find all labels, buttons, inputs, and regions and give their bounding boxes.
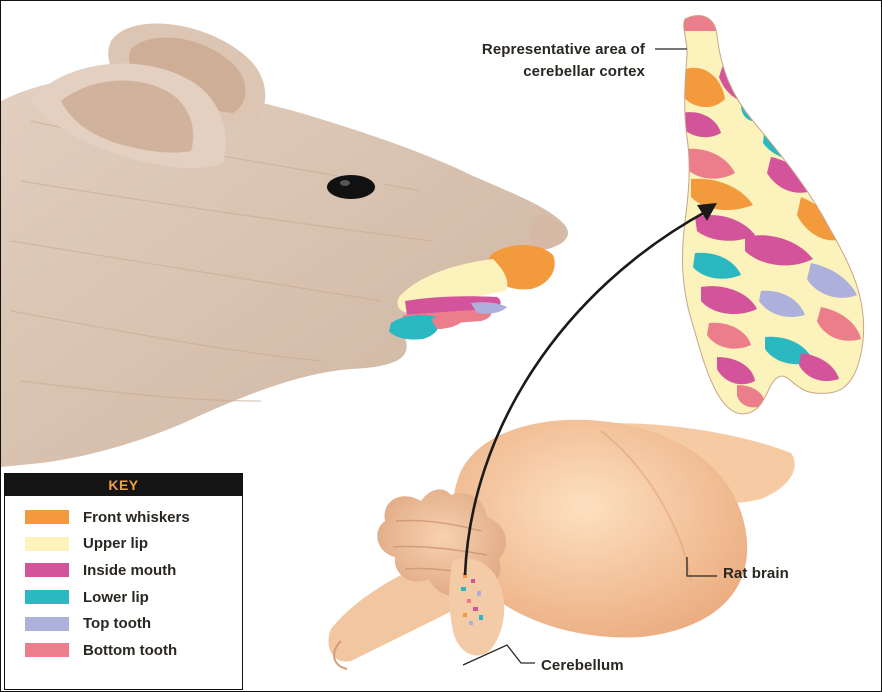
cortex-label: Representative area of cerebellar cortex — [482, 39, 645, 83]
key-label-front-whiskers: Front whiskers — [83, 509, 190, 526]
key-item-bottom-tooth: Bottom tooth — [25, 637, 242, 664]
key-label-lower-lip: Lower lip — [83, 589, 149, 606]
key-title: KEY — [5, 474, 242, 496]
key-list: Front whiskers Upper lip Inside mouth Lo… — [5, 496, 242, 664]
rat-head — [1, 24, 568, 467]
key-legend: KEY Front whiskers Upper lip Inside mout… — [4, 473, 243, 690]
key-item-upper-lip: Upper lip — [25, 531, 242, 558]
inside-mouth-swatch — [25, 563, 69, 577]
rat-brain-label: Rat brain — [723, 565, 789, 582]
cerebellum-label: Cerebellum — [541, 657, 624, 674]
upper-lip-swatch — [25, 537, 69, 551]
key-item-top-tooth: Top tooth — [25, 610, 242, 637]
key-label-top-tooth: Top tooth — [83, 615, 151, 632]
key-label-bottom-tooth: Bottom tooth — [83, 642, 177, 659]
front-whiskers-swatch — [25, 510, 69, 524]
rat-brain — [328, 420, 794, 669]
key-item-front-whiskers: Front whiskers — [25, 504, 242, 531]
key-item-lower-lip: Lower lip — [25, 584, 242, 611]
lower-lip-swatch — [25, 590, 69, 604]
key-label-upper-lip: Upper lip — [83, 535, 148, 552]
key-item-inside-mouth: Inside mouth — [25, 557, 242, 584]
cortex-label-line1: Representative area of — [482, 39, 645, 61]
key-label-inside-mouth: Inside mouth — [83, 562, 176, 579]
top-tooth-swatch — [25, 617, 69, 631]
cortex-label-line2: cerebellar cortex — [482, 61, 645, 83]
bottom-tooth-swatch — [25, 643, 69, 657]
